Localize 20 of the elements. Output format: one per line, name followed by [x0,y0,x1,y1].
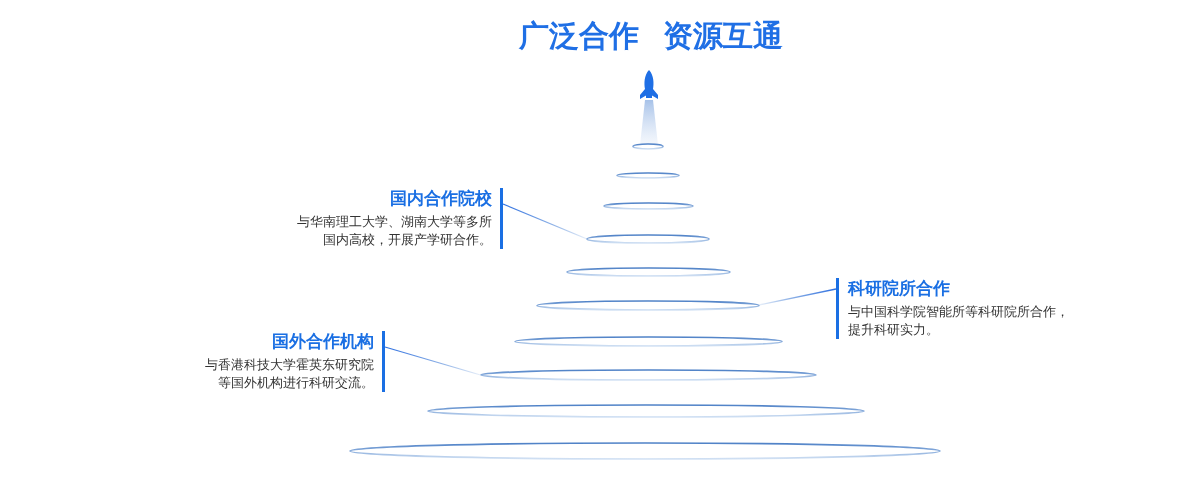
callout-text: 与中国科学院智能所等科研院所合作，提升科研实力。 [848,303,1070,339]
ring [479,369,817,381]
ring [427,404,865,418]
callout-text: 与香港科技大学霍英东研究院等国外机构进行科研交流。 [204,356,374,392]
ring [513,335,783,347]
ring [565,267,731,277]
ring [602,202,694,210]
leader-line [502,203,588,240]
ring [632,142,664,150]
callout-text: 与华南理工大学、湖南大学等多所国内高校，开展产学研合作。 [296,213,492,249]
ring [616,171,680,179]
ring [536,299,760,311]
callout-heading: 科研院所合作 [848,278,950,298]
callout-heading: 国外合作机构 [272,331,374,351]
callout-heading: 国内合作院校 [390,188,492,208]
leader-line [384,346,482,376]
ring [349,442,941,460]
leader-line [758,288,837,306]
ring [586,234,710,244]
title: 广泛合作 资源互通 [517,17,785,55]
